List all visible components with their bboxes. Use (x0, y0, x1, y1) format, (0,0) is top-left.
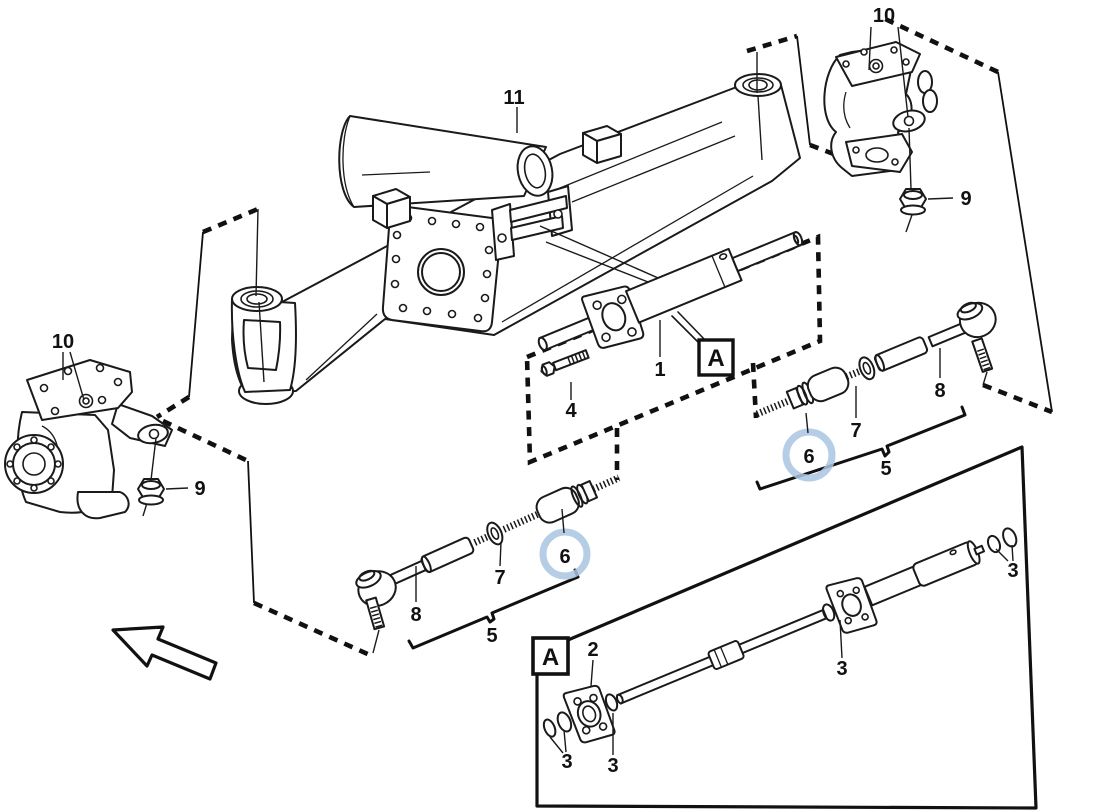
lock-nut-right (899, 188, 927, 216)
label-group-right: 5 (880, 458, 891, 480)
tie-rod-end-stud-right (971, 337, 994, 373)
label-washer-left: 7 (494, 567, 505, 589)
highlight-circle-right (782, 428, 836, 482)
label-bolt: 4 (565, 400, 577, 422)
tie-rod-left (355, 474, 621, 607)
direction-arrow-icon (111, 625, 218, 681)
detail-box: A (531, 445, 1038, 810)
mounting-bolt (540, 349, 590, 377)
steering-cylinder (537, 231, 804, 352)
label-steering-cylinder: 1 (654, 359, 665, 381)
tie-rod-right (755, 301, 997, 418)
label-tie-rod-end-right: 8 (934, 380, 945, 402)
label-nut-left: 9 (194, 478, 205, 500)
label-ball-joint-right: 6 (803, 446, 814, 468)
detail-marker-label: A (707, 345, 724, 372)
hub-bolt-holes (6, 436, 62, 492)
highlight-circle-left (539, 528, 591, 580)
label-nut-right: 9 (960, 188, 971, 210)
label-seal-a: 3 (561, 751, 572, 773)
clamp-block-left (372, 188, 411, 229)
label-ball-joint-left: 6 (559, 546, 570, 568)
leader-lines (62, 26, 954, 687)
axle-housing (230, 52, 801, 405)
label-washer-right: 7 (850, 420, 861, 442)
label-group-left: 5 (486, 625, 497, 647)
tie-rod-end-stud-left (365, 596, 386, 631)
group-bracket-right (755, 405, 967, 491)
detail-box-marker: A (542, 644, 559, 671)
label-knuckle-right: 10 (873, 5, 895, 27)
label-tie-rod-end-left: 8 (410, 604, 421, 626)
lock-nut-left (137, 478, 165, 506)
label-piston-flange: 2 (587, 639, 598, 661)
clamp-block-right (582, 125, 622, 164)
boundary-lines (155, 15, 1053, 659)
label-seal-b: 3 (607, 755, 618, 777)
cylinder-mount-bracket (491, 185, 573, 261)
steering-knuckle-left (4, 359, 173, 520)
label-axle-housing: 11 (503, 87, 524, 109)
group-bracket-left (407, 568, 580, 650)
label-seal-c: 3 (836, 658, 847, 680)
label-seal-d: 3 (1007, 560, 1018, 582)
piston-assembly (542, 527, 1018, 744)
label-knuckle-left: 10 (52, 331, 74, 353)
detail-marker: A (671, 311, 735, 377)
part-labels: 11 10 9 10 9 1 4 6 7 8 5 6 7 8 5 2 3 3 3… (52, 5, 1019, 777)
steering-knuckle-right (823, 41, 938, 233)
